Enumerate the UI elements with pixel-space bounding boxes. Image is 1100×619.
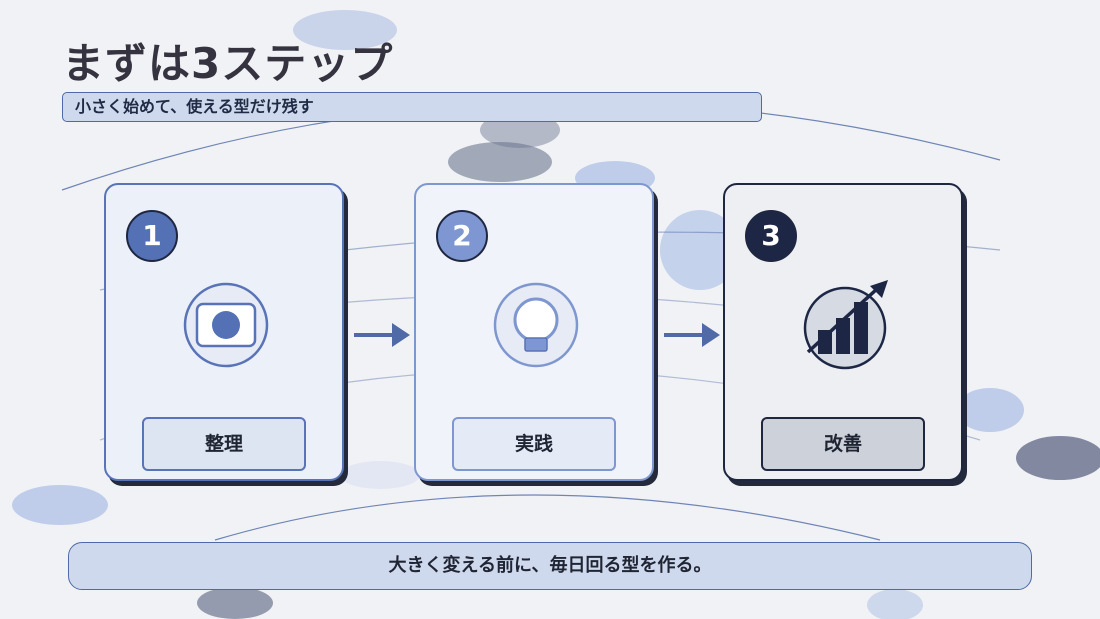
step-number-badge: 1 [126,210,178,262]
id-card-icon [183,282,269,368]
step-label-practice: 実践 [452,417,616,471]
step-card-1: 1 整理 [104,183,344,481]
arrow-right-icon [354,323,410,347]
growth-chart-icon [803,280,888,370]
step-label-improve: 改善 [761,417,925,471]
slide-title: まずは3ステップ [62,39,394,88]
slide-subtitle: 小さく始めて、使える型だけ残す [62,92,762,122]
step-card-3: 3 改善 [723,183,963,481]
step-card-2: 2 実践 [414,183,654,481]
step-number-badge: 2 [436,210,488,262]
step-label-organize: 整理 [142,417,306,471]
footer-message: 大きく変える前に、毎日回る型を作る。 [68,542,1032,590]
step-number-badge: 3 [745,210,797,262]
lightbulb-icon [493,282,579,368]
arrow-right-icon [664,323,720,347]
